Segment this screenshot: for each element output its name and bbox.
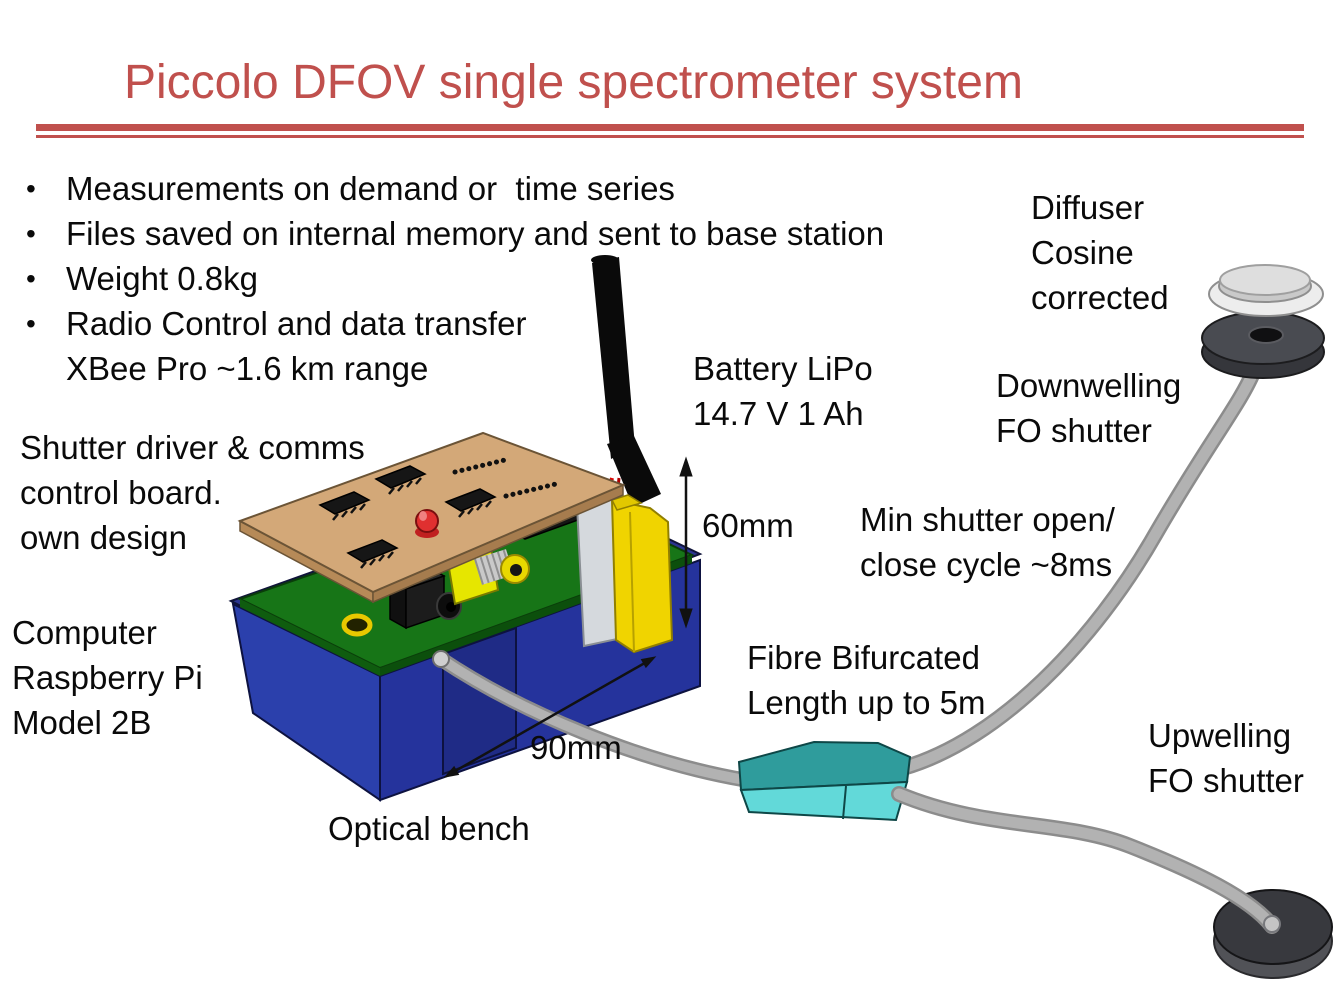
fiber-cable-downwelling <box>895 360 1263 776</box>
bullet-item: • Radio Control and data transfer <box>22 301 884 346</box>
battery-3d <box>575 477 674 654</box>
label-fibre: Fibre Bifurcated Length up to 5m <box>747 639 986 721</box>
title-rule-thin <box>36 135 1304 138</box>
label-optical-bench: Optical bench <box>328 810 530 847</box>
label-min-shutter: Min shutter open/ close cycle ~8ms <box>860 501 1115 583</box>
label-computer: Computer Raspberry Pi Model 2B <box>12 614 203 741</box>
fiber-ferrule <box>432 650 450 668</box>
bullet-list: • Measurements on demand or time series … <box>22 166 884 391</box>
xbee-antenna <box>591 255 661 507</box>
control-board <box>237 431 626 604</box>
dimension-arrow-90mm <box>443 656 657 778</box>
dimension-arrow-60mm <box>679 456 693 629</box>
diffuser-3d <box>1208 264 1324 317</box>
bullet-continuation: XBee Pro ~1.6 km range <box>66 350 429 387</box>
mount-hole <box>341 613 373 637</box>
bullet-marker: • <box>26 308 36 339</box>
label-shutter-driver: Shutter driver & comms control board. ow… <box>20 429 365 556</box>
bullet-marker: • <box>26 218 36 249</box>
fiber-splitter <box>737 740 912 822</box>
page-title: Piccolo DFOV single spectrometer system <box>124 56 1023 109</box>
label-downwelling: Downwelling FO shutter <box>996 367 1182 449</box>
bullet-marker: • <box>26 263 36 294</box>
bullet-marker: • <box>26 173 36 204</box>
bullet-item: • Measurements on demand or time series <box>22 166 884 211</box>
label-upwelling: Upwelling FO shutter <box>1148 717 1304 799</box>
bullet-item: • Files saved on internal memory and sen… <box>22 211 884 256</box>
fiber-cable-main <box>432 650 753 788</box>
label-battery: Battery LiPo 14.7 V 1 Ah <box>693 350 873 432</box>
bullet-item: • Weight 0.8kg <box>22 256 884 301</box>
downwelling-shutter-3d <box>1201 311 1325 379</box>
chip-ics <box>318 465 497 563</box>
upwelling-shutter-3d <box>1213 889 1333 979</box>
led-red <box>415 509 439 538</box>
fiber-cable-upwelling <box>891 786 1281 934</box>
title-rule-thick <box>36 124 1304 131</box>
label-dim-90mm: 90mm <box>530 729 622 766</box>
label-dim-60mm: 60mm <box>702 507 794 544</box>
label-diffuser: Diffuser Cosine corrected <box>1031 189 1169 316</box>
